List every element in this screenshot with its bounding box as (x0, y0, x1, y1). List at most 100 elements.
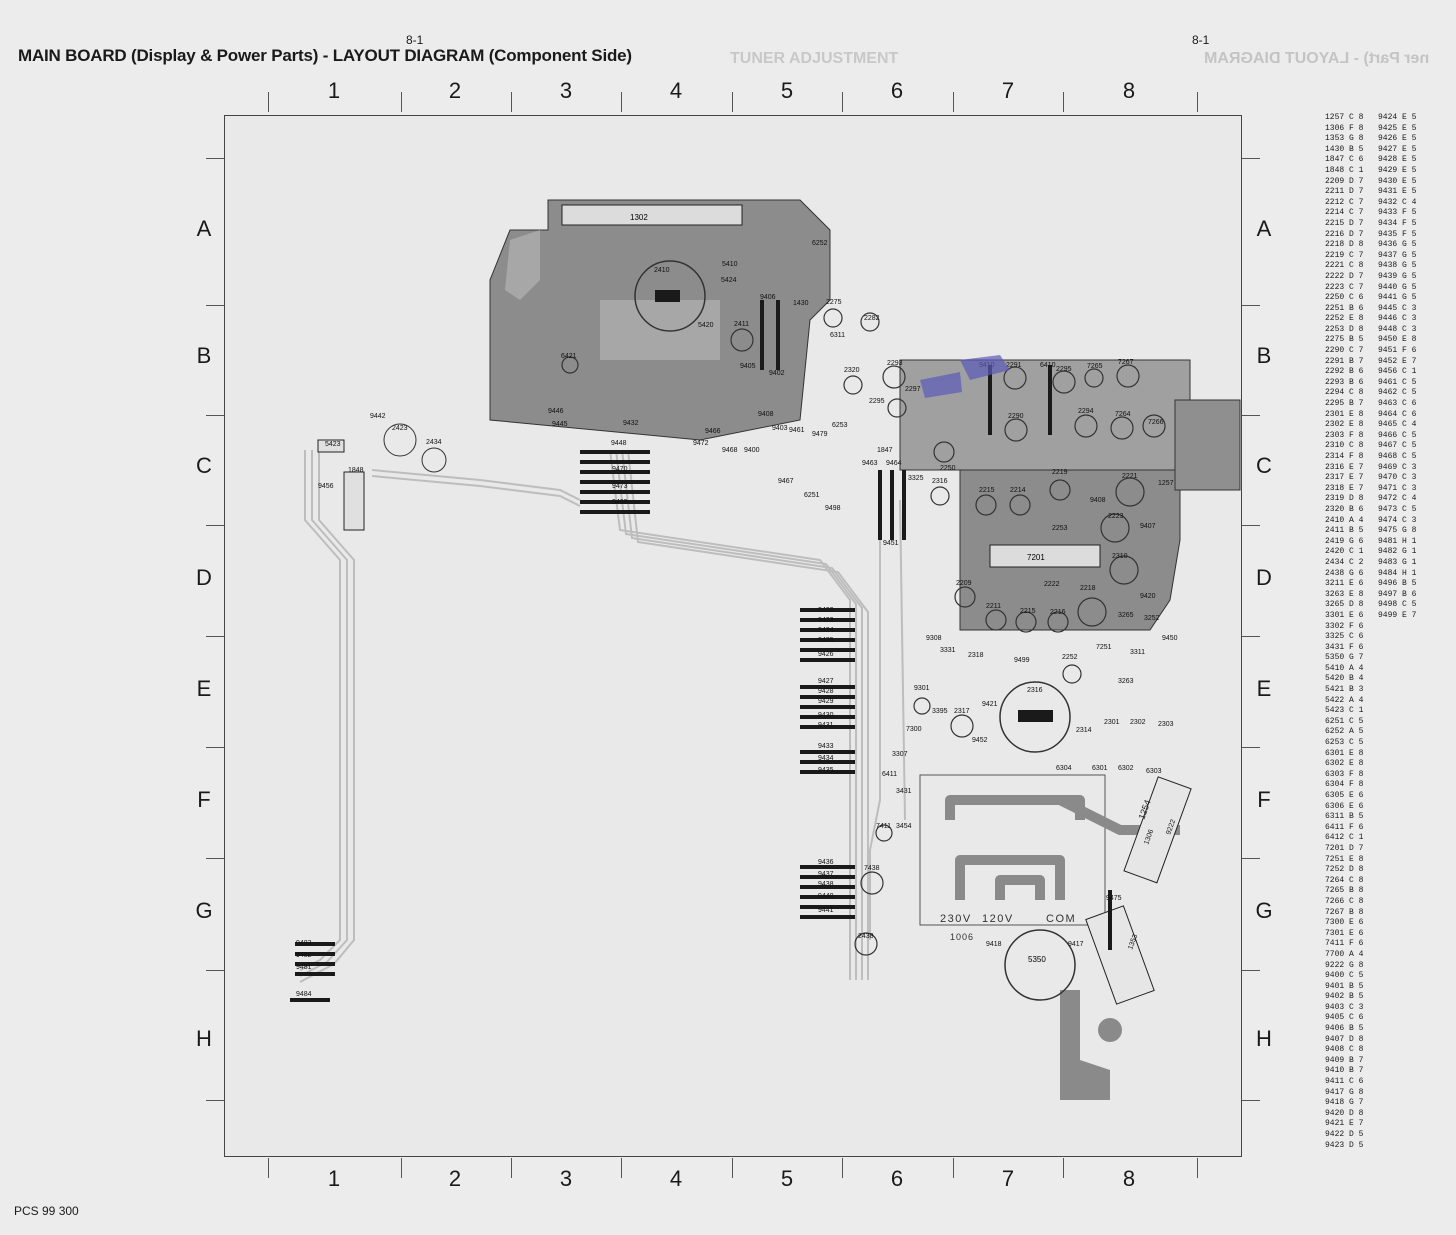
svg-text:6303: 6303 (1146, 768, 1162, 775)
svg-text:2438: 2438 (858, 933, 874, 940)
page-number-right: 8-1 (1192, 33, 1210, 47)
grid-tick (206, 747, 224, 748)
ref-row: 7251 E 8 (1325, 854, 1364, 864)
svg-text:9403: 9403 (772, 425, 788, 432)
grid-tick (1063, 1158, 1064, 1178)
ref-row: 9431 E 5 (1378, 187, 1417, 197)
svg-text:2302: 2302 (1130, 719, 1146, 726)
svg-text:2314: 2314 (1076, 727, 1092, 734)
ref-row: 2291 B 7 (1325, 356, 1364, 366)
ref-row: 2294 C 8 (1325, 388, 1364, 398)
ref-row: 7252 D 8 (1325, 865, 1364, 875)
ref-row: 9410 B 7 (1325, 1066, 1364, 1076)
grid-tick (1242, 636, 1260, 637)
svg-text:9422: 9422 (818, 607, 834, 614)
grid-tick (401, 1158, 402, 1178)
ref-row: 9438 G 5 (1378, 261, 1417, 271)
grid-tick (1242, 158, 1260, 159)
ref-row: 9464 C 6 (1378, 409, 1417, 419)
ref-row: 9433 F 5 (1378, 208, 1417, 218)
svg-text:9437: 9437 (818, 871, 834, 878)
ref-row: 9451 F 6 (1378, 346, 1417, 356)
svg-text:2215: 2215 (1020, 608, 1036, 615)
ref-row: 2419 G 6 (1325, 536, 1364, 546)
svg-text:9400: 9400 (744, 447, 760, 454)
ref-row: 2314 F 8 (1325, 452, 1364, 461)
grid-tick (621, 1158, 622, 1178)
ref-row: 3431 F 6 (1325, 642, 1364, 652)
ref-row: 9467 C 5 (1378, 441, 1417, 451)
ref-row: 7301 E 6 (1325, 928, 1364, 938)
ref-row: 2320 B 6 (1325, 504, 1364, 514)
ref-row: 3263 E 8 (1325, 589, 1364, 599)
svg-text:6253: 6253 (832, 422, 848, 429)
svg-text:2411: 2411 (734, 321, 749, 328)
grid-tick (842, 1158, 843, 1178)
ref-row: 2318 E 7 (1325, 483, 1364, 493)
ref-row: 2317 E 7 (1325, 473, 1364, 483)
svg-text:3325: 3325 (908, 475, 924, 482)
ref-row: 2434 C 2 (1325, 557, 1364, 567)
ref-row: 9483 G 1 (1378, 557, 1417, 567)
ref-row: 5423 C 1 (1325, 706, 1364, 716)
ref-row: 2302 E 8 (1325, 420, 1364, 430)
grid-column-label-top: 4 (669, 78, 683, 103)
ref-row: 9417 G 8 (1325, 1087, 1364, 1097)
ref-row: 9437 G 5 (1378, 250, 1417, 260)
ref-row: 9429 E 5 (1378, 165, 1417, 175)
svg-text:3311: 3311 (1130, 649, 1145, 656)
ref-row: 2209 D 7 (1325, 176, 1364, 186)
ref-row: 2292 B 6 (1325, 367, 1364, 377)
svg-text:2423: 2423 (392, 425, 408, 432)
grid-column-label-bottom: 2 (448, 1166, 462, 1191)
ref-row: 9446 C 3 (1378, 314, 1417, 324)
grid-column-label-bottom: 4 (669, 1166, 683, 1191)
ref-row: 6303 F 8 (1325, 769, 1364, 779)
svg-text:7251: 7251 (1096, 644, 1112, 651)
ref-row: 1430 B 5 (1325, 144, 1364, 154)
svg-text:2250: 2250 (940, 465, 956, 472)
ref-row: 2221 C 8 (1325, 261, 1364, 271)
ref-row: 9499 E 7 (1378, 610, 1417, 620)
ref-row: 7264 C 8 (1325, 875, 1364, 885)
ref-row: 6304 F 8 (1325, 780, 1364, 790)
svg-text:2303: 2303 (1158, 721, 1174, 728)
ref-row: 9423 D 5 (1325, 1140, 1364, 1150)
ref-row: 9452 E 7 (1378, 356, 1417, 366)
grid-tick (206, 858, 224, 859)
grid-column-label-top: 7 (1001, 78, 1015, 103)
ref-row: 9445 C 3 (1378, 303, 1417, 313)
svg-text:7264: 7264 (1115, 411, 1131, 418)
svg-text:6304: 6304 (1056, 765, 1072, 772)
svg-text:2310: 2310 (1112, 553, 1128, 560)
ref-row: 9468 C 5 (1378, 452, 1417, 461)
ref-row: 9496 B 5 (1378, 579, 1417, 589)
ref-row: 9402 B 5 (1325, 992, 1364, 1002)
svg-text:9498: 9498 (825, 505, 841, 512)
svg-text:1306: 1306 (1143, 829, 1155, 846)
svg-text:2221: 2221 (1122, 473, 1138, 480)
svg-text:2410: 2410 (654, 267, 670, 274)
ref-row: 9474 C 3 (1378, 515, 1417, 525)
grid-tick (206, 305, 224, 306)
grid-row-label-right: E (1256, 676, 1272, 701)
svg-text:3265: 3265 (1118, 612, 1134, 619)
svg-text:9483: 9483 (296, 940, 312, 947)
svg-text:9464: 9464 (886, 460, 902, 467)
ref-row: 2214 C 7 (1325, 208, 1364, 218)
svg-text:2295: 2295 (1056, 366, 1072, 373)
ref-row: 9472 C 4 (1378, 494, 1417, 504)
grid-row-label-right: B (1256, 343, 1272, 368)
svg-text:7201: 7201 (1027, 553, 1045, 562)
svg-text:9442: 9442 (370, 413, 386, 420)
grid-row-label-right: A (1256, 216, 1272, 241)
grid-column-label-top: 3 (559, 78, 573, 103)
svg-text:2294: 2294 (1078, 408, 1094, 415)
ref-row: 6306 E 6 (1325, 801, 1364, 811)
svg-text:9440: 9440 (818, 893, 834, 900)
ref-row: 9434 F 5 (1378, 218, 1417, 228)
ref-row: 9406 B 5 (1325, 1024, 1364, 1034)
svg-text:6410: 6410 (1040, 362, 1056, 369)
grid-column-label-top: 6 (890, 78, 904, 103)
